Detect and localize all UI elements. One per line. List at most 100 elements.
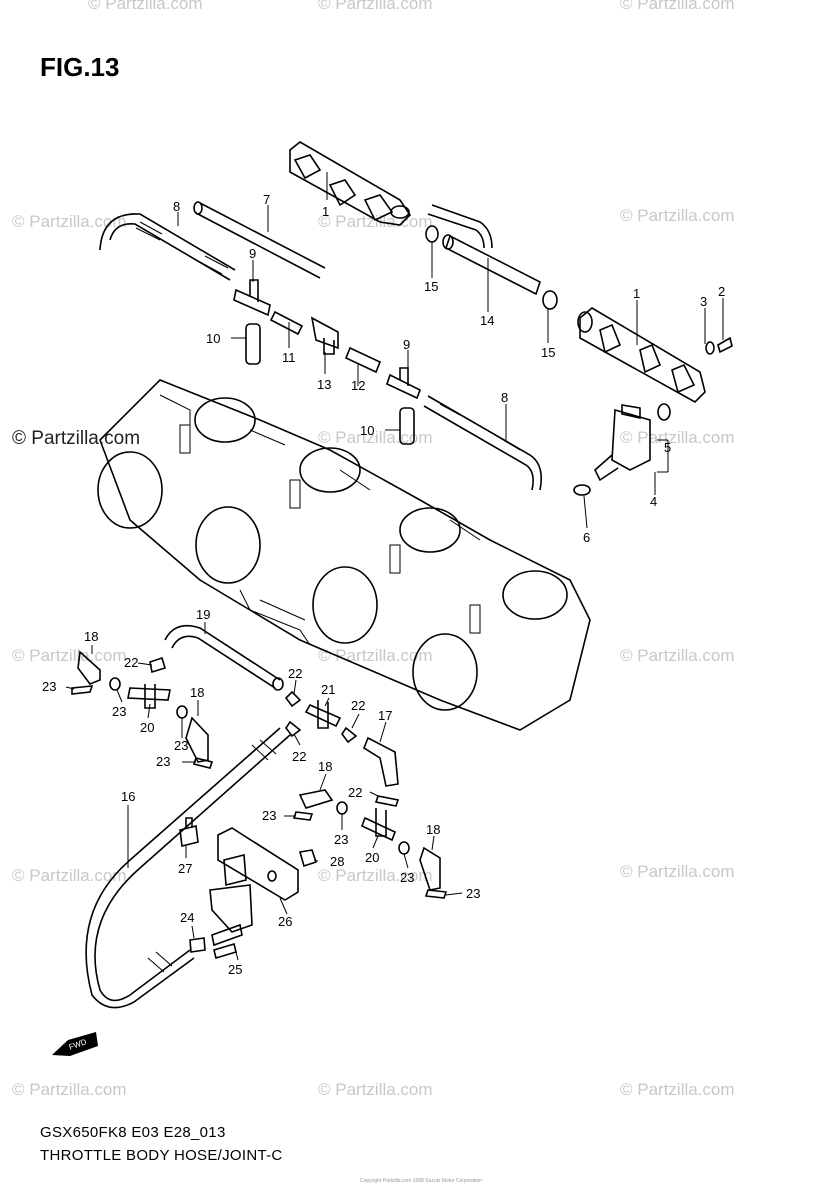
callout-10-lower: 10 [360,423,374,438]
callout-8-lower: 8 [501,390,508,405]
watermark: © Partzilla.com [620,206,735,225]
callout-18-c: 18 [318,759,332,774]
fuel-delivery-pipe-upper [289,141,412,226]
hose-18-b [185,716,209,763]
hose-7 [193,201,326,279]
joint-9-upper [233,279,271,317]
model-code: GSX650FK8 E03 E28_013 [40,1124,226,1141]
clamp-22-c [285,720,302,738]
clamp-23-e [292,811,314,821]
watermark: © Partzilla.com [620,862,735,881]
hose-18-c [298,789,334,809]
solenoid-valve-25 [209,853,253,960]
hose-12 [344,346,382,374]
o-ring-15-lower [542,290,558,310]
callout-9-lower: 9 [403,337,410,352]
callout-8-upper: 8 [173,199,180,214]
callout-23-h: 23 [466,886,480,901]
hose-16 [85,727,291,1009]
callout-7: 7 [263,192,270,207]
callout-23-d: 23 [156,754,170,769]
clamp-22-e [374,795,400,807]
callout-23-b: 23 [112,704,126,719]
clamp-23-f [336,801,348,815]
nut-28 [298,849,318,868]
callout-12: 12 [351,378,365,393]
callout-21: 21 [321,682,335,697]
pipe-10-lower [399,407,415,445]
joint-21 [304,700,342,729]
callout-22-c: 22 [351,698,365,713]
callout-23-a: 23 [42,679,56,694]
hose-18-a [77,650,101,685]
watermark: © Partzilla.com [318,1080,433,1099]
watermark: © Partzilla.com [318,866,433,885]
clamp-23-g [398,841,410,855]
callout-28: 28 [330,854,344,869]
forward-arrow-icon: FWD [52,1032,98,1056]
callout-27: 27 [178,861,192,876]
clamp-22-a [149,656,166,674]
clamp-23-a [71,685,94,695]
callout-16: 16 [121,789,135,804]
hose-17 [363,736,399,787]
hose-8-upper [99,213,236,281]
callout-11: 11 [282,350,296,365]
watermark: © Partzilla.com [620,1080,735,1099]
clamp-24 [189,937,206,953]
pipe-10-upper [245,323,261,365]
callout-23-g: 23 [400,870,414,885]
clamp-23-c [176,705,188,719]
watermark: © Partzilla.com [318,0,433,13]
fuel-injector-4 [594,404,651,482]
washer-3 [705,341,715,355]
clamp-23-h [424,889,448,899]
o-ring-15-upper [425,225,439,243]
callout-4: 4 [650,494,657,509]
fitting-13 [310,316,339,355]
callout-20-a: 20 [140,720,154,735]
callout-26: 26 [278,914,292,929]
hose-14 [427,204,541,296]
callout-5: 5 [664,440,671,455]
leader-lines [65,172,724,961]
throttle-body-assembly [97,379,591,731]
callout-23-e: 23 [262,808,276,823]
callout-15-upper: 15 [424,279,438,294]
hose-8-lower [423,395,543,491]
watermark: © Partzilla.com [12,212,127,231]
watermark: © Partzilla.com [12,866,127,885]
watermark: © Partzilla.com [12,646,127,665]
callout-22-d: 22 [292,749,306,764]
fuel-delivery-pipe-right [577,307,706,403]
clamp-22-d [341,726,358,744]
callout-22-a: 22 [124,655,138,670]
clamp-23-b [109,677,121,691]
callout-labels: 1 1 2 3 4 5 6 7 8 8 9 9 10 10 11 12 13 1… [42,192,725,977]
clamp-22-b [284,690,302,708]
diagram-caption: THROTTLE BODY HOSE/JOINT-C [40,1147,283,1164]
watermark: © Partzilla.com [620,428,735,447]
callout-18-a: 18 [84,629,98,644]
watermark: © Partzilla.com [620,0,735,13]
callout-14: 14 [480,313,494,328]
callout-24: 24 [180,910,194,925]
hose-19 [164,624,284,691]
watermark: © Partzilla.com [88,0,203,13]
hose-18-d [419,846,441,891]
figure-title: FIG.13 [40,52,120,82]
callout-9-upper: 9 [249,246,256,261]
seal-6 [573,484,591,496]
callout-18-b: 18 [190,685,204,700]
callout-23-f: 23 [334,832,348,847]
callout-3: 3 [700,294,707,309]
callout-15-lower: 15 [541,345,555,360]
callout-13: 13 [317,377,331,392]
screw-2 [717,336,733,354]
callout-2: 2 [718,284,725,299]
bolt-27 [179,817,199,847]
callout-22-b: 22 [288,666,302,681]
callout-22-e: 22 [348,785,362,800]
hose-11 [269,310,304,336]
